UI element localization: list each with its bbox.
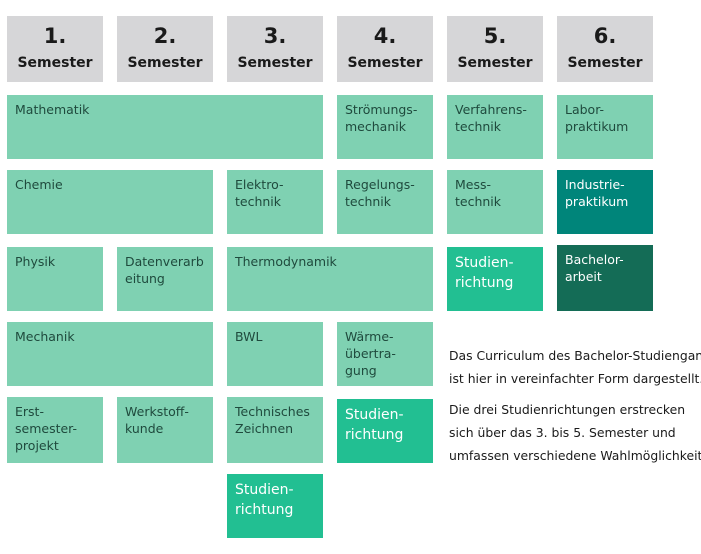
semester-label: Semester <box>347 55 423 71</box>
semester-2-header: 2. Semester <box>117 16 213 82</box>
semester-label: Semester <box>457 55 533 71</box>
module-elektrotechnik: Elektro- technik <box>227 170 323 234</box>
module-studienrichtung-semester-5: Studien- richtung <box>447 247 543 311</box>
module-laborpraktikum: Labor- praktikum <box>557 95 653 159</box>
note-line-1: Das Curriculum des Bachelor-Studiengangs <box>449 348 701 363</box>
semester-label: Semester <box>237 55 313 71</box>
module-messtechnik: Mess- technik <box>447 170 543 234</box>
module-verfahrenstechnik: Verfahrens- technik <box>447 95 543 159</box>
module-studienrichtung-semester-3: Studien- richtung <box>227 474 323 538</box>
note-line-3: Die drei Studienrichtungen erstrecken <box>449 402 686 417</box>
semester-4-header: 4. Semester <box>337 16 433 82</box>
semester-number: 3. <box>263 24 287 48</box>
module-thermodynamik: Thermodynamik <box>227 247 433 311</box>
semester-1-header: 1. Semester <box>7 16 103 82</box>
module-waermeuebertragung: Wärme- übertra- gung <box>337 322 433 386</box>
module-stroemungsmechanik: Strömungs- mechanik <box>337 95 433 159</box>
semester-label: Semester <box>567 55 643 71</box>
module-physik: Physik <box>7 247 103 311</box>
semester-number: 6. <box>593 24 617 48</box>
module-erstsemesterprojekt: Erst- semester- projekt <box>7 397 103 463</box>
semester-6-header: 6. Semester <box>557 16 653 82</box>
semester-label: Semester <box>127 55 203 71</box>
module-mathematik: Mathematik <box>7 95 323 159</box>
semester-3-header: 3. Semester <box>227 16 323 82</box>
note-line-2: ist hier in vereinfachter Form dargestel… <box>449 371 701 386</box>
module-bachelorarbeit: Bachelor- arbeit <box>557 245 653 311</box>
module-regelungstechnik: Regelungs- technik <box>337 170 433 234</box>
semester-number: 4. <box>373 24 397 48</box>
note-line-5: umfassen verschiedene Wahlmöglichkeiten. <box>449 448 701 463</box>
module-bwl: BWL <box>227 322 323 386</box>
module-mechanik: Mechanik <box>7 322 213 386</box>
module-industriepraktikum: Industrie- praktikum <box>557 170 653 234</box>
semester-5-header: 5. Semester <box>447 16 543 82</box>
module-werkstoffkunde: Werkstoff- kunde <box>117 397 213 463</box>
note-line-4: sich über das 3. bis 5. Semester und <box>449 425 676 440</box>
module-studienrichtung-semester-4: Studien- richtung <box>337 399 433 463</box>
semester-number: 5. <box>483 24 507 48</box>
semester-label: Semester <box>17 55 93 71</box>
module-datenverarbeitung: Datenverarb eitung <box>117 247 213 311</box>
module-technisches-zeichnen: Technisches Zeichnen <box>227 397 323 463</box>
semester-number: 2. <box>153 24 177 48</box>
semester-number: 1. <box>43 24 67 48</box>
module-chemie: Chemie <box>7 170 213 234</box>
